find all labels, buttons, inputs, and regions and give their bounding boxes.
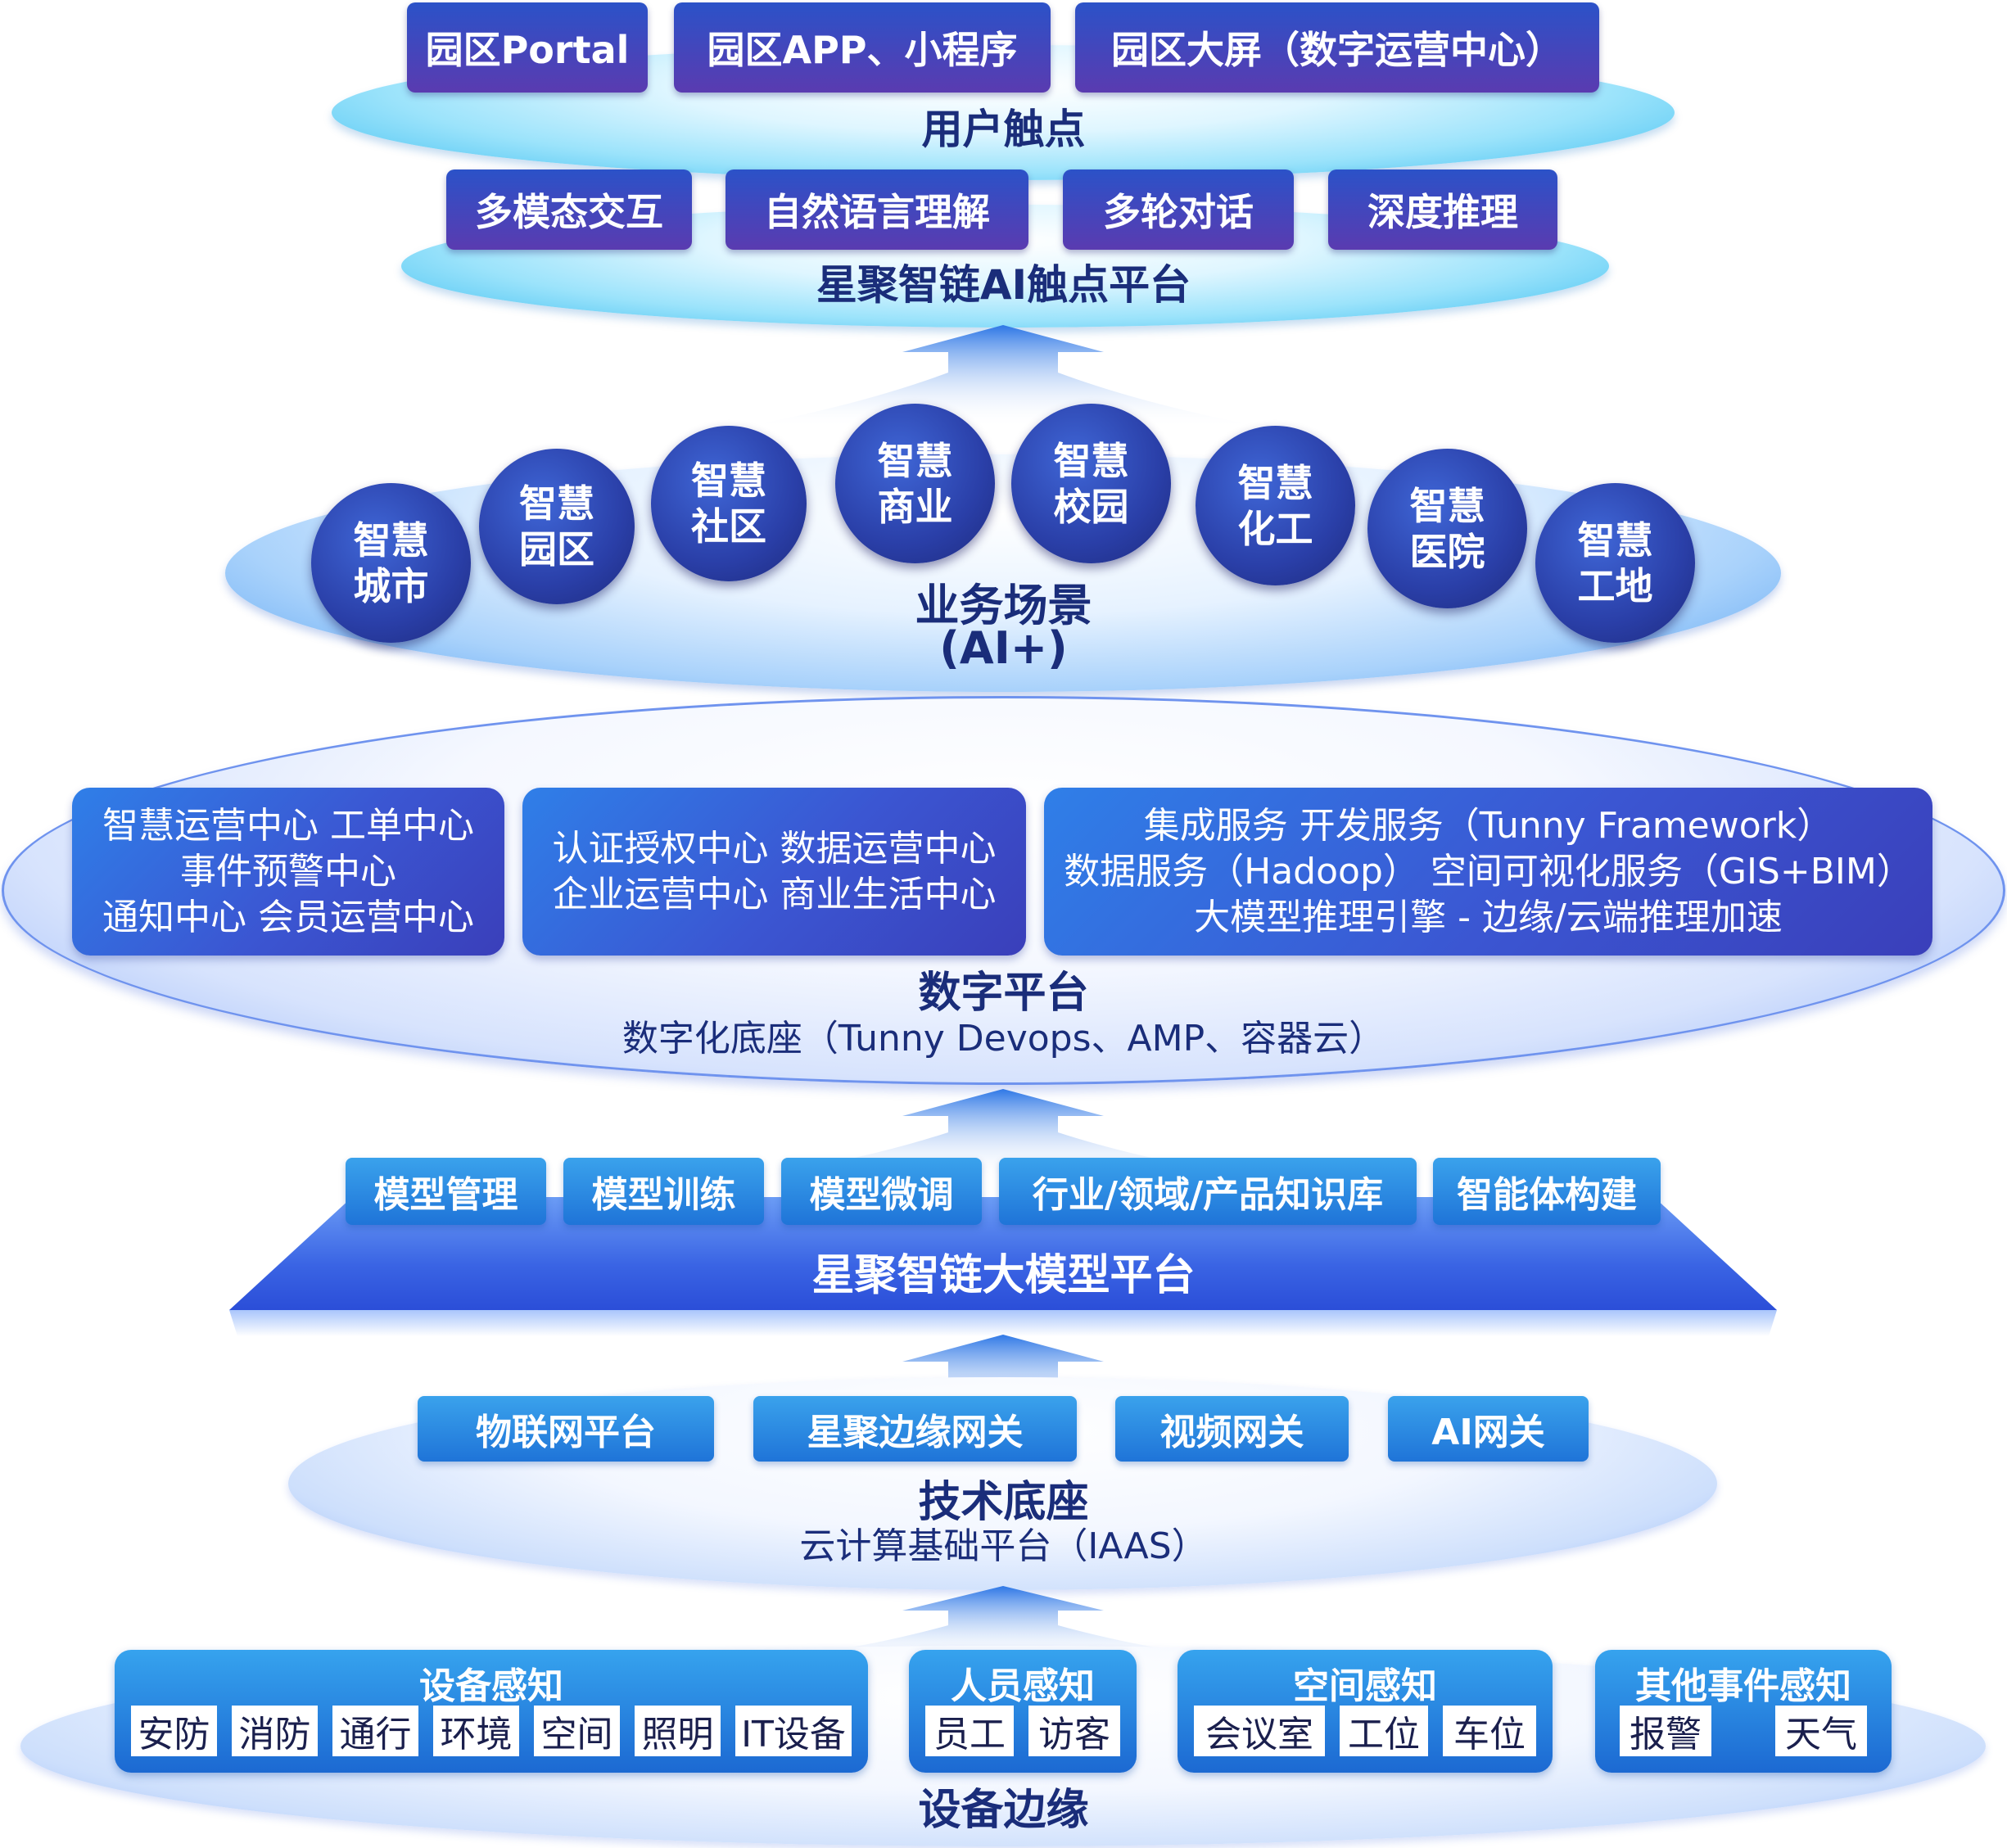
chip-access[interactable]: 通行 bbox=[332, 1706, 418, 1756]
deep-reasoning-button[interactable]: 深度推理 bbox=[1328, 169, 1557, 250]
services-box[interactable]: 集成服务 开发服务（Tunny Framework） 数据服务（Hadoop） … bbox=[1044, 788, 1932, 956]
model-platform-title: 星聚智链大模型平台 bbox=[811, 1251, 1196, 1300]
ai-platform-title: 星聚智链AI触点平台 bbox=[816, 261, 1191, 309]
service-line: 数据服务（Hadoop） 空间可视化服务（GIS+BIM） bbox=[1064, 850, 1913, 892]
knowledge-base-button[interactable]: 行业/领域/产品知识库 bbox=[999, 1158, 1417, 1225]
personnel-sensing-group[interactable]: 人员感知 员工 访客 bbox=[909, 1650, 1137, 1773]
ops-line: 事件预警中心 bbox=[180, 850, 396, 892]
scenario-line2: 社区 bbox=[691, 504, 766, 549]
scenario-line1: 智慧 bbox=[519, 481, 594, 526]
auth-data-centers-box[interactable]: 认证授权中心 数据运营中心 企业运营中心 商业生活中心 bbox=[522, 788, 1026, 956]
chip-weather[interactable]: 天气 bbox=[1775, 1706, 1867, 1756]
scenario-line1: 智慧 bbox=[353, 517, 429, 563]
device-sensing-group[interactable]: 设备感知 安防 消防 通行 环境 空间 照明 IT设备 bbox=[115, 1650, 868, 1773]
center-line: 企业运营中心 商业生活中心 bbox=[552, 873, 997, 915]
edge-gateway-button[interactable]: 星聚边缘网关 bbox=[753, 1396, 1077, 1462]
scenario-line1: 智慧 bbox=[1237, 460, 1313, 505]
scenario-smart-construction[interactable]: 智慧 工地 bbox=[1535, 483, 1695, 643]
scenario-smart-campus[interactable]: 智慧 校园 bbox=[1011, 404, 1171, 563]
chip-fire[interactable]: 消防 bbox=[232, 1706, 318, 1756]
chip-visitor[interactable]: 访客 bbox=[1028, 1706, 1120, 1756]
agent-builder-button[interactable]: 智能体构建 bbox=[1433, 1158, 1661, 1225]
group-title: 设备感知 bbox=[419, 1665, 563, 1707]
digital-platform-subtitle: 数字化底座（Tunny Devops、AMP、容器云） bbox=[622, 1018, 1385, 1060]
scenario-smart-park[interactable]: 智慧 园区 bbox=[479, 449, 635, 604]
ops-line: 智慧运营中心 工单中心 bbox=[102, 804, 474, 847]
up-arrow-icon bbox=[737, 1089, 1269, 1180]
chip-environment[interactable]: 环境 bbox=[433, 1706, 519, 1756]
group-title: 其他事件感知 bbox=[1635, 1665, 1851, 1707]
scenarios-subtitle: (AI+) bbox=[939, 622, 1068, 674]
iot-platform-button[interactable]: 物联网平台 bbox=[418, 1396, 714, 1462]
chip-employee[interactable]: 员工 bbox=[925, 1706, 1014, 1756]
tech-base-subtitle: 云计算基础平台（IAAS） bbox=[799, 1525, 1208, 1567]
model-finetune-button[interactable]: 模型微调 bbox=[781, 1158, 982, 1225]
nlu-button[interactable]: 自然语言理解 bbox=[726, 169, 1028, 250]
scenario-line2: 校园 bbox=[1053, 484, 1129, 529]
scenario-smart-chemical[interactable]: 智慧 化工 bbox=[1196, 426, 1355, 585]
chip-lighting[interactable]: 照明 bbox=[635, 1706, 721, 1756]
model-training-button[interactable]: 模型训练 bbox=[563, 1158, 764, 1225]
portal-button[interactable]: 园区Portal bbox=[407, 2, 648, 93]
chip-workstation[interactable]: 工位 bbox=[1340, 1706, 1428, 1756]
multi-turn-button[interactable]: 多轮对话 bbox=[1063, 169, 1294, 250]
digital-platform-title: 数字平台 bbox=[918, 969, 1089, 1018]
device-edge-title: 设备边缘 bbox=[918, 1786, 1089, 1835]
chip-space[interactable]: 空间 bbox=[534, 1706, 620, 1756]
group-title: 人员感知 bbox=[951, 1665, 1095, 1707]
big-screen-button[interactable]: 园区大屏（数字运营中心） bbox=[1075, 2, 1599, 93]
scenario-line1: 智慧 bbox=[1577, 517, 1653, 563]
scenario-smart-hospital[interactable]: 智慧 医院 bbox=[1367, 449, 1527, 608]
chip-meeting-room[interactable]: 会议室 bbox=[1194, 1706, 1325, 1756]
scenarios-title: 业务场景 bbox=[915, 580, 1092, 631]
chip-security[interactable]: 安防 bbox=[131, 1706, 217, 1756]
scenario-line2: 医院 bbox=[1409, 529, 1485, 574]
scenario-smart-commerce[interactable]: 智慧 商业 bbox=[835, 404, 995, 563]
scenario-line2: 工地 bbox=[1577, 563, 1653, 608]
scenario-line2: 商业 bbox=[877, 484, 953, 529]
chip-it-device[interactable]: IT设备 bbox=[735, 1706, 852, 1756]
scenario-line1: 智慧 bbox=[1053, 438, 1129, 483]
ops-line: 通知中心 会员运营中心 bbox=[102, 896, 474, 938]
scenario-smart-community[interactable]: 智慧 社区 bbox=[651, 426, 807, 581]
service-line: 集成服务 开发服务（Tunny Framework） bbox=[1143, 804, 1833, 847]
model-management-button[interactable]: 模型管理 bbox=[346, 1158, 546, 1225]
group-title: 空间感知 bbox=[1293, 1665, 1437, 1707]
center-line: 认证授权中心 数据运营中心 bbox=[552, 827, 997, 870]
ai-gateway-button[interactable]: AI网关 bbox=[1388, 1396, 1589, 1462]
scenario-line2: 园区 bbox=[519, 527, 594, 572]
scenario-line2: 城市 bbox=[353, 563, 429, 608]
video-gateway-button[interactable]: 视频网关 bbox=[1115, 1396, 1349, 1462]
service-line: 大模型推理引擎 - 边缘/云端推理加速 bbox=[1194, 896, 1783, 938]
scenarios-ellipse bbox=[225, 454, 1781, 692]
scenario-smart-city[interactable]: 智慧 城市 bbox=[311, 483, 471, 643]
scenario-line1: 智慧 bbox=[691, 459, 766, 503]
user-touchpoints-title: 用户触点 bbox=[921, 106, 1086, 153]
chip-parking[interactable]: 车位 bbox=[1443, 1706, 1536, 1756]
scenario-line2: 化工 bbox=[1237, 506, 1313, 551]
other-event-sensing-group[interactable]: 其他事件感知 报警 天气 bbox=[1595, 1650, 1892, 1773]
scenario-line1: 智慧 bbox=[877, 438, 953, 483]
up-arrow-icon bbox=[737, 325, 1269, 428]
chip-alarm[interactable]: 报警 bbox=[1620, 1706, 1711, 1756]
space-sensing-group[interactable]: 空间感知 会议室 工位 车位 bbox=[1178, 1650, 1553, 1773]
model-platform-base bbox=[229, 1197, 1777, 1336]
ops-centers-box[interactable]: 智慧运营中心 工单中心 事件预警中心 通知中心 会员运营中心 bbox=[72, 788, 504, 956]
multimodal-button[interactable]: 多模态交互 bbox=[446, 169, 692, 250]
tech-base-title: 技术底座 bbox=[918, 1478, 1089, 1527]
scenario-line1: 智慧 bbox=[1409, 483, 1485, 528]
app-miniprogram-button[interactable]: 园区APP、小程序 bbox=[674, 2, 1051, 93]
up-arrow-icon bbox=[737, 1586, 1269, 1665]
